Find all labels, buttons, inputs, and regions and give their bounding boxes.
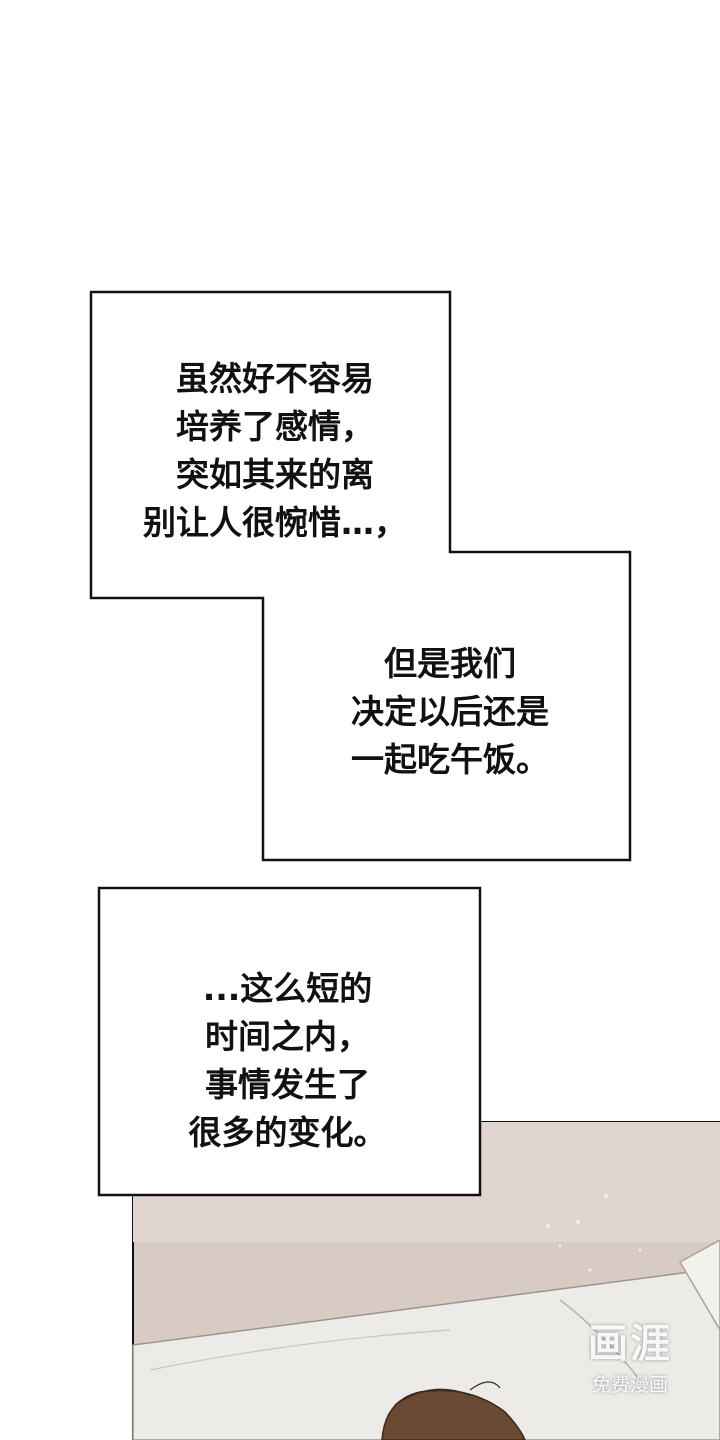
watermark-logo: 画涯 免费漫画 [560,1318,700,1428]
sparkle-dots [546,1194,642,1272]
narration-line: 突如其来的离 [176,455,374,494]
watermark-main-text: 画涯 [588,1321,672,1367]
narration-line: 培养了感情， [176,407,374,446]
narration-line: 时间之内， [205,1017,370,1056]
narration-line: 一起吃午饭。 [351,740,549,779]
narration-box-3: ...这么短的 时间之内， 事情发生了 很多的变化。 [110,965,465,1157]
narration-line: 别让人很惋惜…， [143,503,407,542]
narration-box-2: 但是我们 决定以后还是 一起吃午饭。 [285,640,615,784]
narration-line: 很多的变化。 [188,1113,387,1152]
narration-line: ...这么短的 [202,969,373,1008]
narration-line: 事情发生了 [205,1065,370,1104]
narration-line: 决定以后还是 [351,692,549,731]
narration-line: 虽然好不容易 [176,359,374,398]
narration-box-1: 虽然好不容易 培养了感情， 突如其来的离 别让人很惋惜…， [100,355,450,547]
bed-sheet [132,1271,720,1440]
narration-box-outline-1 [89,290,632,862]
narration-line: 但是我们 [384,644,516,683]
narration-box-outline-2 [97,886,482,1197]
watermark-sub-text: 免费漫画 [591,1374,668,1396]
